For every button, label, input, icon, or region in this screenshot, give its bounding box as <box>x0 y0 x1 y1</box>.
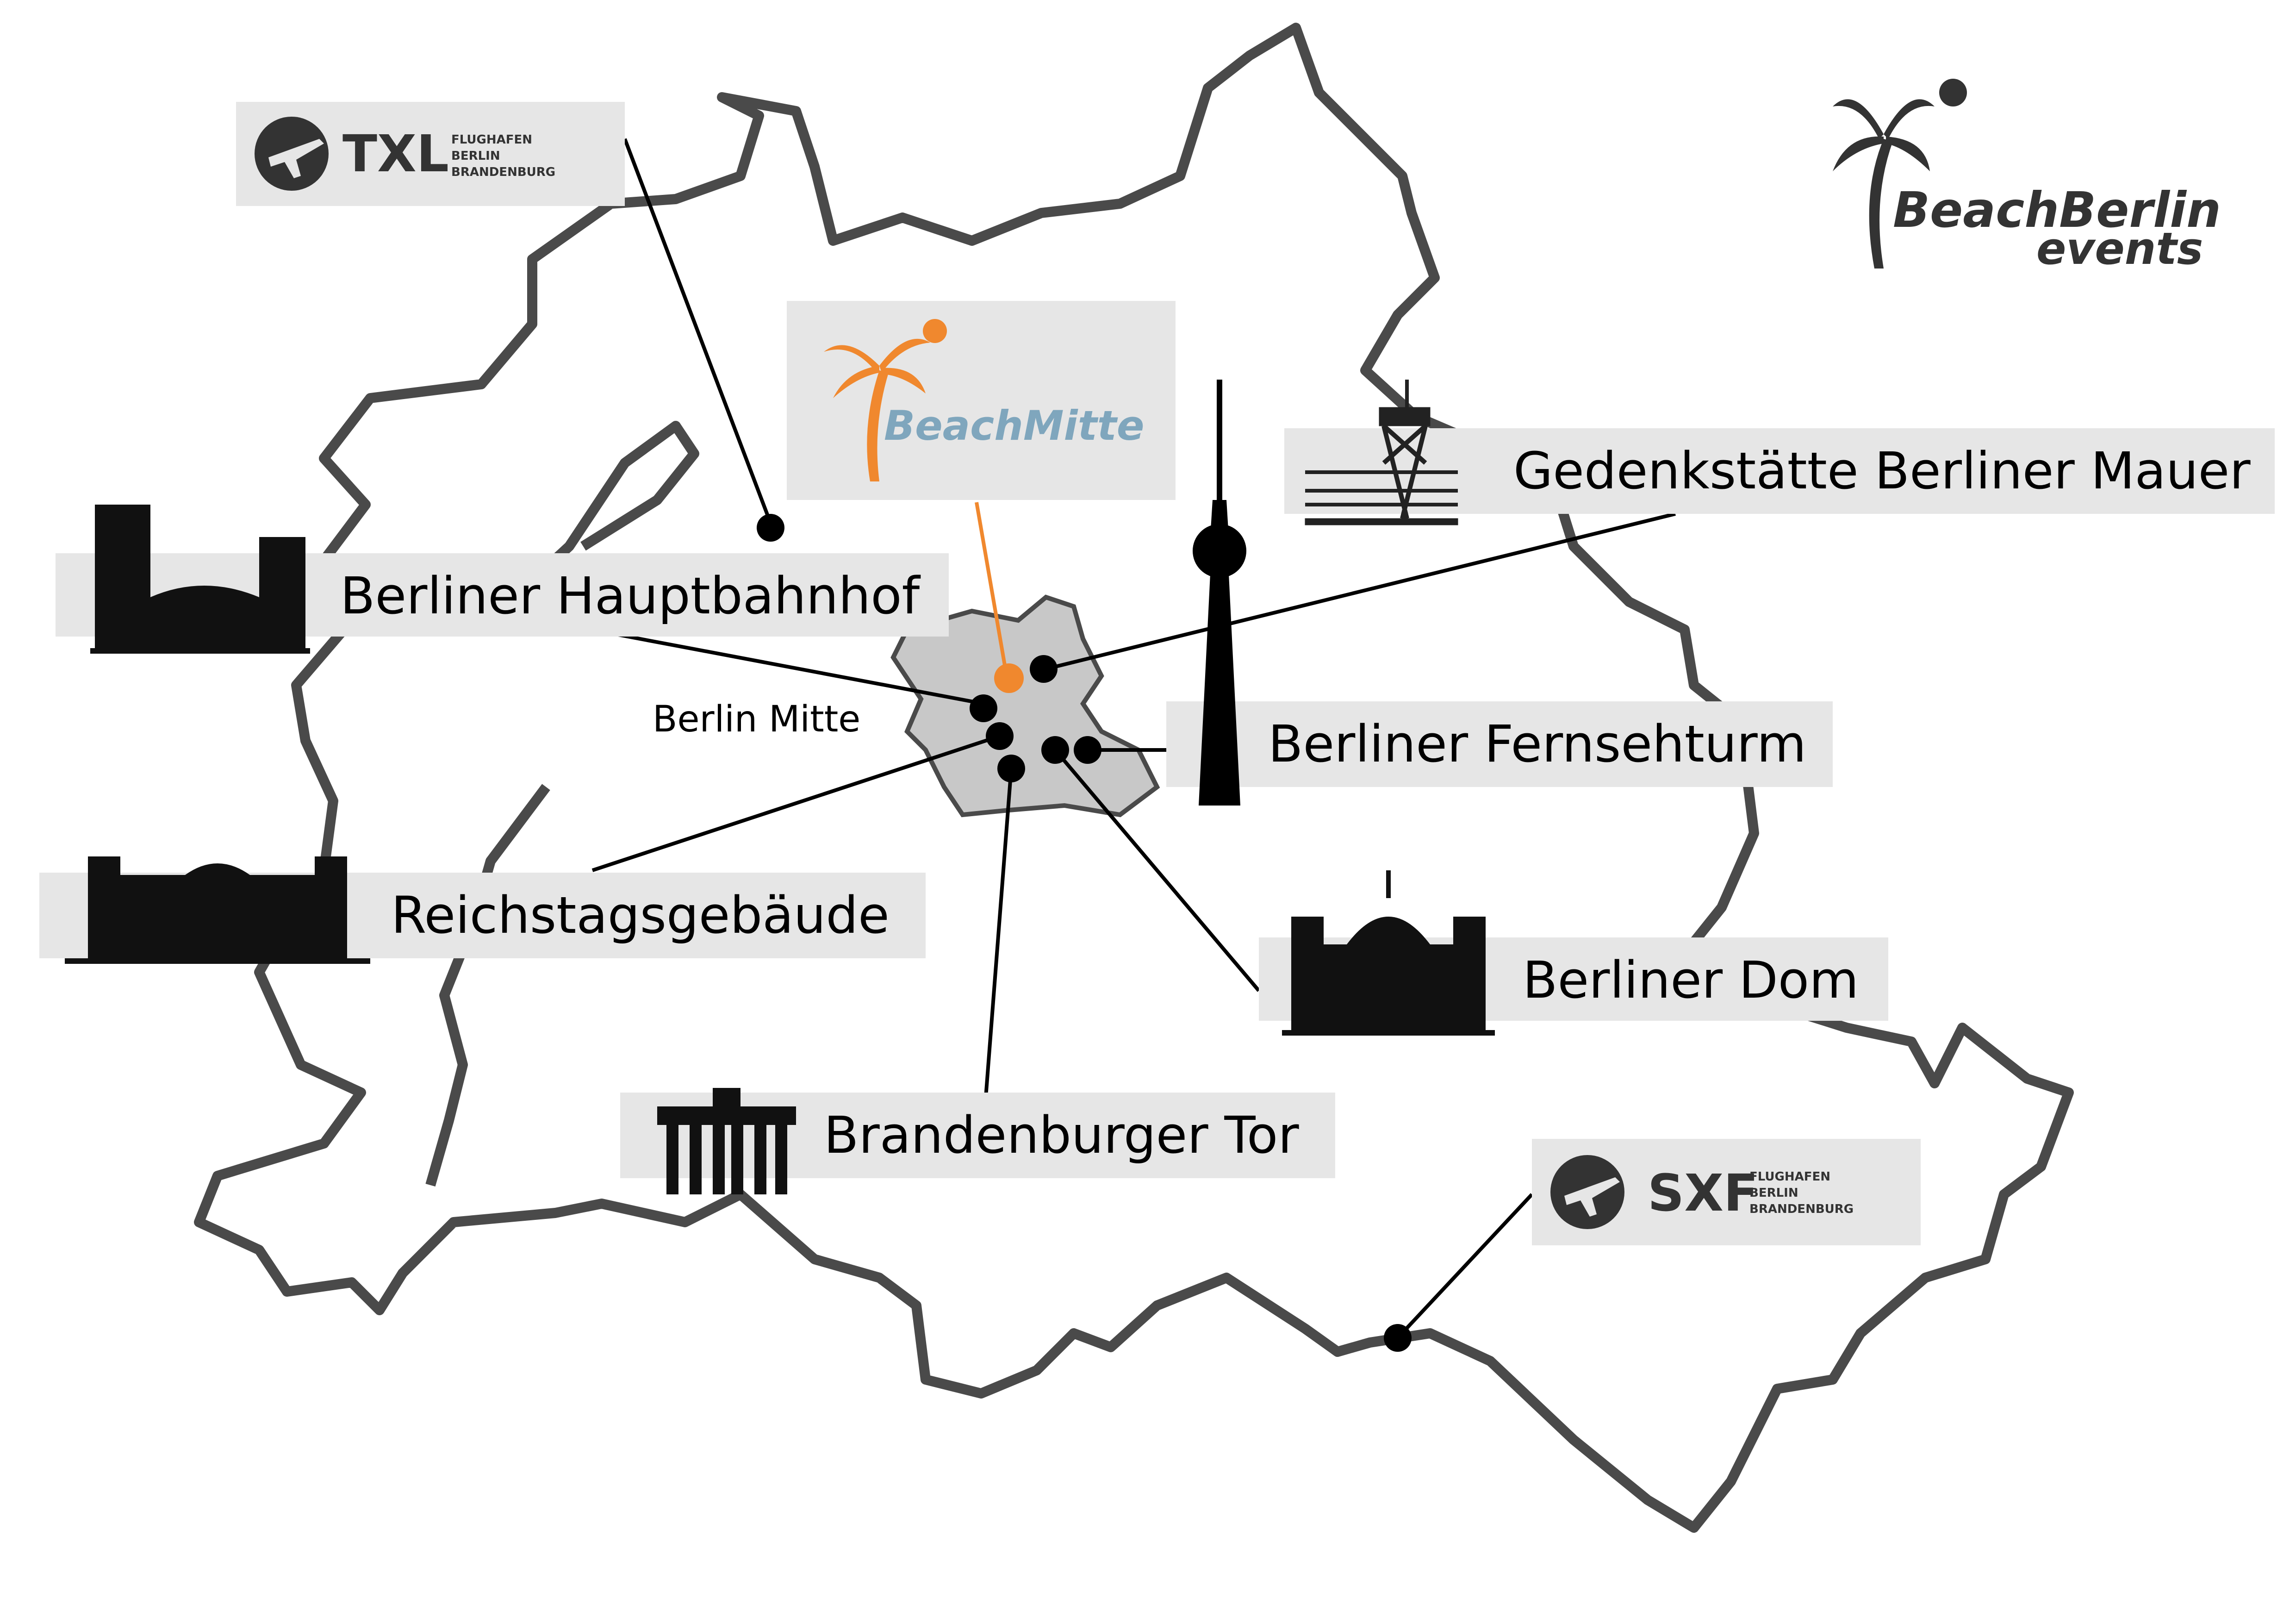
beachmitte-logo: BeachMitte <box>787 301 1176 500</box>
ball-icon <box>1939 79 1967 106</box>
landmark-dom: Berliner Dom <box>1259 870 1888 1036</box>
landmark-name: Berliner Dom <box>1523 950 1859 1010</box>
airport-line3: BRANDENBURG <box>451 165 555 179</box>
palm-icon <box>1833 99 1935 269</box>
connector-dom <box>1053 749 1261 992</box>
marker-mauer <box>1030 655 1058 683</box>
marker-beachmitte <box>994 663 1024 693</box>
marker-reichstag <box>986 722 1014 750</box>
txl-label: TXL FLUGHAFEN BERLIN BRANDENBURG <box>236 102 625 206</box>
sxf-label: SXF FLUGHAFEN BERLIN BRANDENBURG <box>1532 1139 1921 1245</box>
landmark-mauer: Gedenkstätte Berliner Mauer <box>1284 380 2275 525</box>
brand-logo: BeachBerlin events <box>1833 79 2221 275</box>
marker-dom <box>1041 736 1069 764</box>
connector-sxf <box>1396 1193 1533 1339</box>
river-line <box>505 421 699 606</box>
airport-line2: BERLIN <box>1749 1186 1798 1200</box>
airport-line2: BERLIN <box>451 149 500 163</box>
airport-code: SXF <box>1648 1163 1758 1223</box>
airport-line1: FLUGHAFEN <box>1749 1170 1830 1184</box>
landmark-hauptbahnhof: Berliner Hauptbahnhof <box>56 505 949 654</box>
marker-txl <box>757 514 784 542</box>
connector-reichstag <box>591 734 1001 872</box>
ball-icon <box>923 319 947 343</box>
airport-code: TXL <box>342 124 449 183</box>
airport-line3: BRANDENBURG <box>1749 1202 1854 1216</box>
river-line <box>425 784 550 1187</box>
landmark-name: Gedenkstätte Berliner Mauer <box>1513 441 2251 500</box>
palm-icon <box>824 338 930 481</box>
airport-line1: FLUGHAFEN <box>451 133 532 147</box>
gate-icon <box>657 1088 796 1194</box>
marker-tor <box>997 755 1025 782</box>
landmark-name: Berliner Fernsehturm <box>1268 714 1806 774</box>
landmark-reichstag: Reichstagsgebäude <box>39 856 926 964</box>
landmark-tor: Brandenburger Tor <box>620 1088 1335 1194</box>
marker-hauptbahnhof <box>970 694 997 722</box>
reichstag-icon <box>65 856 370 964</box>
brand-sub: events <box>2036 224 2203 275</box>
station-building-icon <box>90 505 310 654</box>
tv-tower-icon <box>1193 380 1246 806</box>
connector-beachmitte <box>975 502 1008 676</box>
landmark-name: Reichstagsgebäude <box>391 886 890 945</box>
connector-tor <box>984 768 1013 1098</box>
connector-hauptbahnhof <box>615 632 984 706</box>
marker-fernsehturm <box>1074 736 1101 764</box>
connector-txl <box>623 138 772 524</box>
venue-name: BeachMitte <box>884 402 1145 450</box>
landmark-name: Brandenburger Tor <box>824 1106 1299 1165</box>
marker-sxf <box>1384 1324 1412 1352</box>
cathedral-icon <box>1282 870 1495 1036</box>
brand-name: BeachBerlin <box>1893 182 2221 238</box>
connector-mauer <box>1045 512 1676 671</box>
landmark-fernsehturm: Berliner Fernsehturm <box>1166 380 1833 806</box>
watchtower-icon <box>1305 380 1458 525</box>
district-label: Berlin Mitte <box>653 699 860 740</box>
landmark-name: Berliner Hauptbahnhof <box>340 566 921 625</box>
